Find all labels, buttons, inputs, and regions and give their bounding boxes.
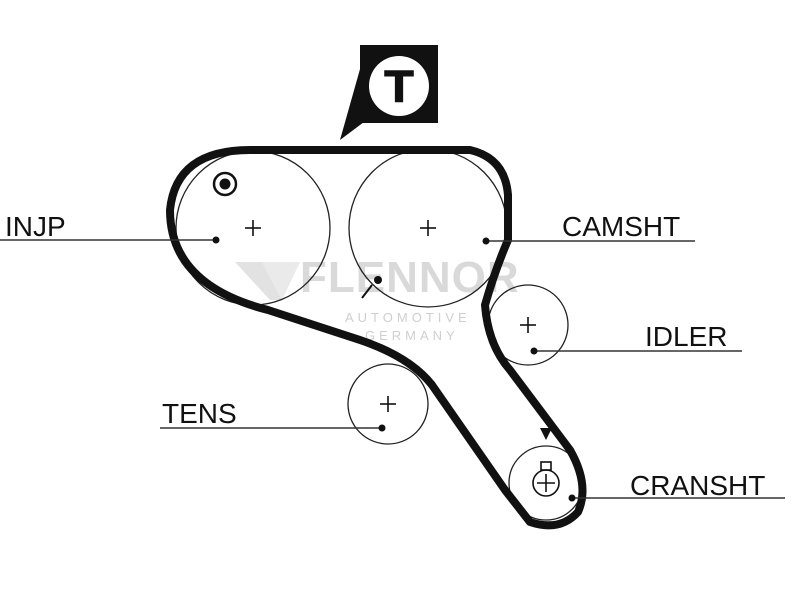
tensioner-center-cross-icon — [380, 396, 396, 412]
label-injp: INJP — [5, 211, 66, 242]
timing-mark: T — [340, 45, 438, 140]
timing-mark-label: T — [384, 62, 414, 113]
tension-marker-icon — [361, 276, 382, 299]
timing-belt — [166, 146, 587, 530]
watermark-logo-icon-2 — [262, 262, 300, 300]
idler-center-cross-icon — [520, 317, 536, 333]
label-camsht: CAMSHT — [562, 211, 680, 242]
injp-center-cross-icon — [245, 220, 261, 236]
crankshaft-hub-icon — [532, 461, 560, 497]
crankshaft-timing-arrow-icon — [540, 428, 552, 440]
label-tens: TENS — [162, 398, 237, 429]
label-cransht: CRANSHT — [630, 470, 765, 501]
camshaft-center-cross-icon — [420, 220, 436, 236]
idler-leader-dot — [530, 347, 538, 355]
cransht-leader-dot — [568, 494, 576, 502]
camsht-leader-dot — [482, 237, 490, 245]
tensioner-pulley — [347, 363, 429, 445]
watermark-logo-icon — [235, 262, 282, 300]
injp-timing-dot-icon — [212, 171, 238, 197]
tens-leader-dot — [378, 424, 386, 432]
watermark-line2: GERMANY — [365, 328, 459, 343]
watermark-brand: FLENNOR — [300, 253, 520, 302]
label-idler: IDLER — [645, 321, 727, 352]
watermark: FLENNOR AUTOMOTIVE GERMANY — [235, 253, 520, 343]
injp-leader-dot — [212, 236, 220, 244]
watermark-line1: AUTOMOTIVE — [345, 310, 471, 325]
